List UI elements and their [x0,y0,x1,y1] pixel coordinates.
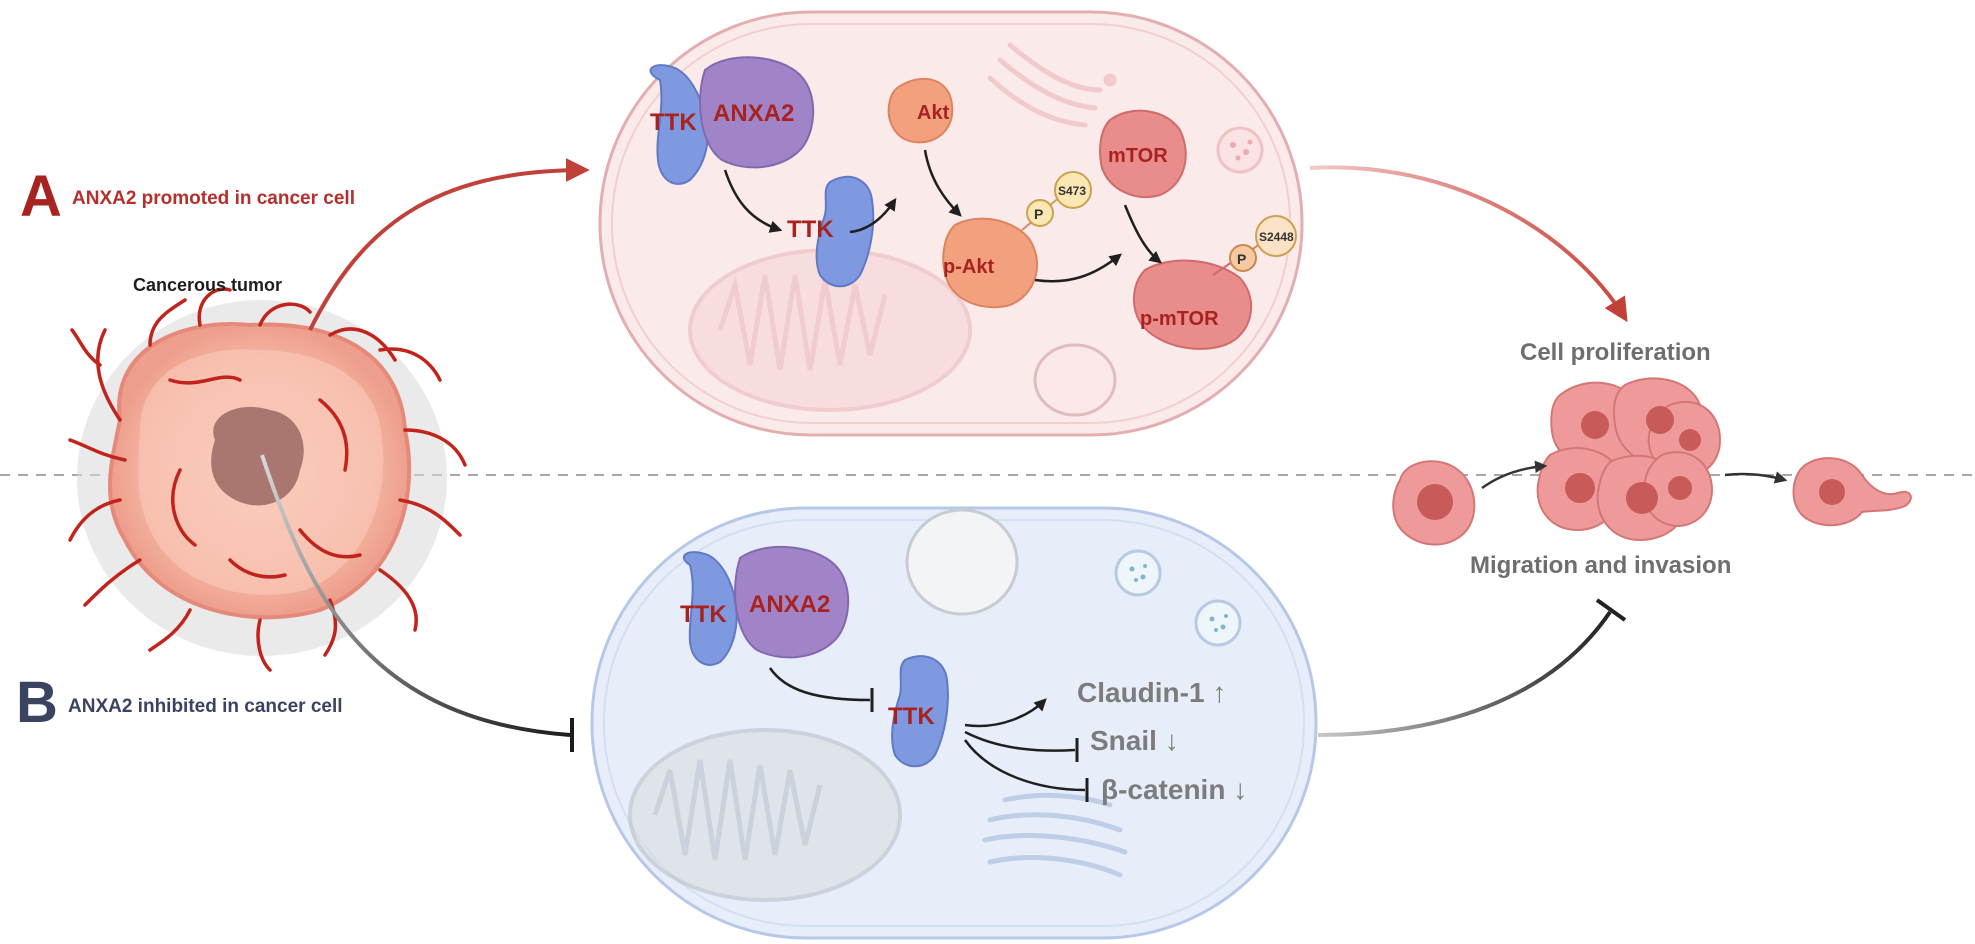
panel-a-title: ANXA2 promoted in cancer cell [72,188,355,209]
migration-label: Migration and invasion [1470,552,1731,579]
arrow-akt-to-p-akt [923,149,962,217]
lysosome-b [905,508,1019,616]
ttk-complex-b-label: TTK [680,601,727,628]
arrow-ttk-to-akt [849,197,897,234]
inhibit-ttk-to-snail [964,730,1076,752]
arrow-p-akt-to-mtor [1034,253,1122,283]
mitochondrion-a [688,248,972,412]
ttk-b [891,655,949,768]
vesicle-a [1216,126,1264,174]
arrow-complex-to-ttk [723,169,783,233]
single-cancer-cell [1392,460,1476,546]
p-mtor [1133,259,1253,350]
golgi-a [987,42,1117,128]
cancer-cell-cluster [1536,377,1722,542]
inhibit-tumor-to-cell-b [260,454,571,737]
panel-b-title: ANXA2 inhibited in cancer cell [68,696,343,717]
mtor [1099,109,1187,198]
catenin-label: β-catenin ↓ [1101,774,1247,805]
inhibit-complex-to-ttk-b [768,667,871,702]
arrow-tumor-to-cell-a [308,158,590,331]
ttk-complex-a [649,56,815,185]
p-mtor-label: p-mTOR [1140,308,1219,330]
phospho-mtor-label: P [1237,251,1246,267]
arrow-cell-a-to-proliferation [1309,165,1628,323]
arrow-cluster-to-migrating-cell [1724,471,1788,484]
ttk-complex-b [682,545,850,666]
site-mtor [1255,215,1297,257]
inhibit-bar-migration [1595,598,1627,622]
panel-b-letter: B [16,670,58,735]
site-akt [1054,171,1092,209]
p-akt [942,217,1039,309]
vesicle-b-2 [1194,599,1242,647]
ttk-a [815,175,875,288]
site-mtor-label: S2448 [1259,230,1294,244]
arrow-ttk-to-claudin [964,698,1047,728]
akt-label: Akt [917,102,950,124]
proliferation-label: Cell proliferation [1520,339,1711,366]
phospho-mtor [1229,244,1257,272]
lysosome-a [1033,343,1117,417]
phospho-akt [1026,199,1054,227]
p-akt-label: p-Akt [943,256,994,278]
site-akt-label: S473 [1058,184,1086,198]
tumor-label: Cancerous tumor [133,275,282,295]
tumor-illustration [68,287,467,672]
anxa2-b-label: ANXA2 [749,591,830,618]
anxa2-a-label: ANXA2 [713,100,794,127]
panel-a-letter: A [20,164,62,229]
ttk-a-label: TTK [787,216,834,243]
snail-label: Snail ↓ [1090,725,1179,756]
akt [887,77,954,144]
ttk-b-label: TTK [888,703,935,730]
mitochondrion-b [628,728,902,902]
arrow-cell-to-cluster [1481,460,1548,490]
mtor-label: mTOR [1108,145,1168,167]
arrow-mtor-to-p-mtor [1123,204,1162,264]
migrating-cancer-cell [1792,457,1912,527]
ttk-complex-a-label: TTK [650,109,697,136]
golgi-b [982,792,1128,878]
inhibit-ttk-to-catenin [963,739,1086,792]
vesicle-b-1 [1114,549,1162,597]
inhibit-cell-b-to-migration [1317,610,1612,737]
claudin-label: Claudin-1 ↑ [1077,677,1226,708]
phospho-akt-label: P [1034,206,1043,222]
